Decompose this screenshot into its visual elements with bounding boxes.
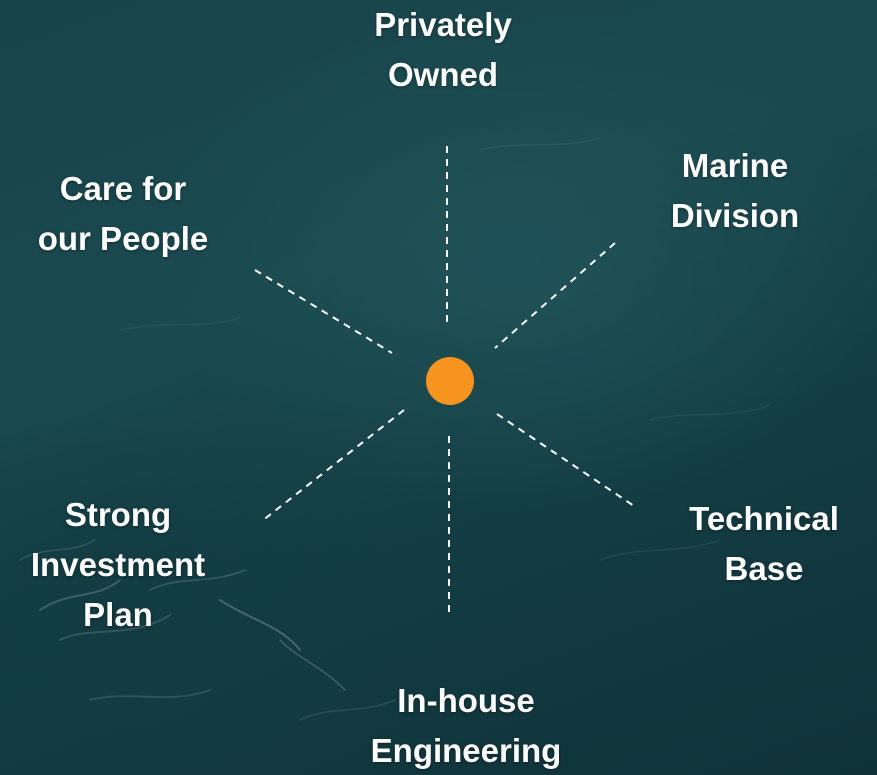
label-line: Privately [374,6,512,43]
label-marine-division: Marine Division [671,141,799,241]
label-line: Marine [681,147,789,184]
connector-line-strong-investment-plan [261,409,405,522]
connector-line-care-for-our-people [254,269,393,354]
connector-line-technical-base [496,413,638,509]
label-strong-investment-plan: Strong Investment Plan [31,490,205,640]
label-line: Engineering [370,732,562,769]
label-technical-base: Technical Base [689,494,839,594]
label-line: In-house [397,682,535,719]
label-line: Technical [689,500,839,537]
connector-line-marine-division [494,242,616,349]
label-line: Strong [64,496,172,533]
label-line: Division [670,197,800,234]
label-line: Base [724,550,804,587]
label-line: our People [37,220,209,257]
label-care-for-our-people: Care for our People [38,164,209,264]
label-line: Plan [83,596,153,633]
center-node [426,357,474,405]
label-line: Investment [30,546,206,583]
label-line: Care for [59,170,187,207]
label-privately-owned: Privately Owned [374,0,512,100]
label-in-house-engineering: In-house Engineering [371,676,562,775]
label-line: Owned [387,56,498,93]
